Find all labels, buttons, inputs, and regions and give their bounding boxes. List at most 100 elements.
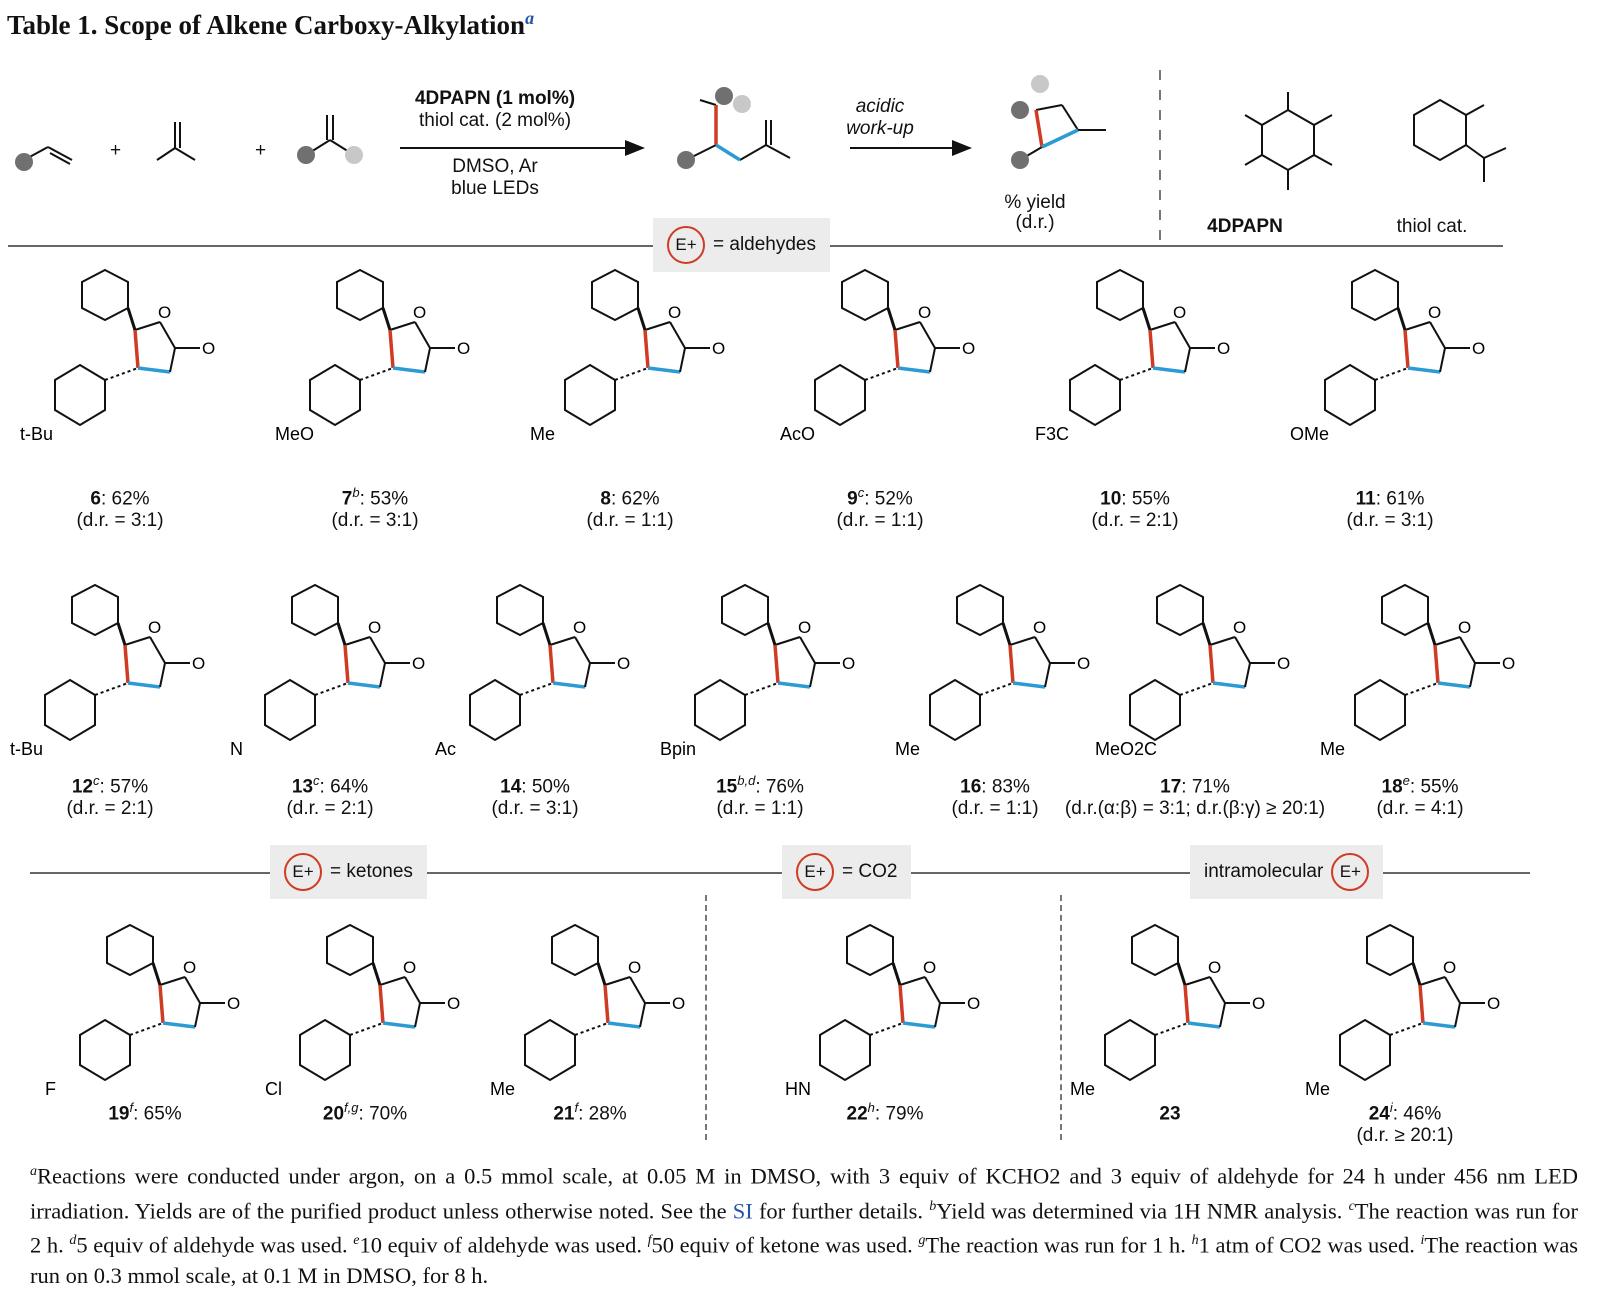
compound-dr: (d.r. = 3:1) bbox=[1346, 510, 1434, 532]
compound-yield: : 28% bbox=[578, 1103, 627, 1125]
compound-caption: 6: 62%(d.r. = 3:1) bbox=[76, 482, 163, 532]
compound-yield: : 79% bbox=[874, 1103, 924, 1125]
svg-text:O: O bbox=[158, 303, 171, 322]
plus-sign: + bbox=[110, 140, 122, 161]
compound-caption: 13c: 64%(d.r. = 2:1) bbox=[286, 770, 373, 820]
footnote-mark: a bbox=[525, 8, 535, 28]
compound-yield: : 50% bbox=[521, 776, 570, 798]
substituent-label: HN bbox=[785, 1079, 811, 1099]
svg-text:O: O bbox=[1252, 994, 1265, 1013]
substituent-label: Me bbox=[530, 424, 555, 444]
footnote-ref: f bbox=[574, 1100, 579, 1115]
svg-text:O: O bbox=[1217, 339, 1230, 358]
svg-text:O: O bbox=[573, 618, 586, 637]
substituent-label: Me bbox=[1320, 739, 1345, 759]
substituent-label: t-Bu bbox=[20, 424, 53, 444]
svg-text:O: O bbox=[368, 618, 381, 637]
compound-caption: 10: 55%(d.r. = 2:1) bbox=[1091, 482, 1178, 532]
compound-yield: : 46% bbox=[1392, 1103, 1442, 1125]
compound-number: 9 bbox=[847, 488, 858, 510]
band-co2: E+ = CO2 bbox=[782, 845, 912, 899]
compound-yield: : 57% bbox=[99, 776, 149, 798]
dr-label: (d.r.) bbox=[1015, 212, 1055, 233]
compound-structure: F O O bbox=[45, 923, 240, 1099]
footnote-ref: i bbox=[1389, 1100, 1393, 1115]
svg-text:O: O bbox=[672, 994, 685, 1013]
band-label: intramolecular bbox=[1204, 861, 1324, 882]
compound-dr: (d.r. = 2:1) bbox=[286, 798, 374, 820]
svg-text:O: O bbox=[413, 303, 426, 322]
compound-caption: 9c: 52%(d.r. = 1:1) bbox=[836, 482, 923, 532]
svg-text:O: O bbox=[1033, 618, 1046, 637]
substituent-label: OMe bbox=[1290, 424, 1329, 444]
section-divider bbox=[705, 895, 707, 1140]
compound-number: 24 bbox=[1368, 1103, 1390, 1125]
yield-label: % yield bbox=[1004, 192, 1066, 213]
condition-solvent: DMSO, Ar bbox=[452, 156, 538, 177]
compound-number: 12 bbox=[71, 776, 94, 798]
condition-thiol: thiol cat. (2 mol%) bbox=[418, 110, 572, 131]
compound-dr: (d.r. = 2:1) bbox=[66, 798, 154, 820]
compound-caption: 17: 71%(d.r.(α:β) = 3:1; d.r.(β:γ) ≥ 20:… bbox=[1065, 770, 1325, 820]
electrophile-icon: E+ bbox=[796, 853, 834, 891]
svg-text:O: O bbox=[918, 303, 931, 322]
band-label: = ketones bbox=[330, 861, 413, 882]
compound-number: 6 bbox=[90, 488, 101, 510]
compound-yield: : 62% bbox=[100, 488, 150, 510]
svg-text:O: O bbox=[457, 339, 470, 358]
footnote-e: 10 equiv of aldehyde was used. bbox=[359, 1232, 642, 1258]
band-intramolecular: intramolecular E+ bbox=[1190, 845, 1384, 899]
compound-dr: (d.r. = 1:1) bbox=[836, 510, 924, 532]
compound-caption: 21f: 28% bbox=[553, 1097, 626, 1125]
table-title-text: Table 1. Scope of Alkene Carboxy-Alkylat… bbox=[7, 10, 526, 40]
svg-text:O: O bbox=[227, 994, 240, 1013]
footnote-h: 1 atm of CO2 was used. bbox=[1198, 1232, 1415, 1258]
compound-caption: 24i: 46%(d.r. ≥ 20:1) bbox=[1356, 1097, 1453, 1147]
electrophile-icon: E+ bbox=[1331, 853, 1370, 891]
compound-number: 10 bbox=[1100, 488, 1122, 510]
substituent-label: AcO bbox=[780, 424, 815, 444]
compound-dr: (d.r. = 1:1) bbox=[716, 798, 804, 820]
compound-caption: 18e: 55%(d.r. = 4:1) bbox=[1376, 770, 1463, 820]
compound-yield: : 65% bbox=[133, 1103, 182, 1125]
svg-text:O: O bbox=[1458, 618, 1471, 637]
svg-text:O: O bbox=[183, 958, 196, 977]
compound-number: 19 bbox=[108, 1103, 130, 1125]
compound-yield: : 62% bbox=[610, 488, 660, 510]
electrophile-icon: E+ bbox=[667, 226, 705, 264]
compound-yield: : 55% bbox=[1409, 776, 1459, 798]
footnote-ref: h bbox=[867, 1100, 875, 1115]
svg-text:O: O bbox=[967, 994, 980, 1013]
section-rule bbox=[30, 872, 1530, 874]
substituent-label: MeO2C bbox=[1095, 739, 1157, 759]
band-aldehydes: E+ = aldehydes bbox=[653, 218, 830, 272]
substituent-label: Me bbox=[490, 1079, 515, 1099]
footnote-ref: b bbox=[352, 485, 360, 500]
substituent-label: Me bbox=[1070, 1079, 1095, 1099]
electrophile-icon: E+ bbox=[284, 853, 322, 891]
footnote-ref: c bbox=[857, 485, 865, 500]
band-ketones: E+ = ketones bbox=[270, 845, 427, 899]
substituent-label: F bbox=[45, 1079, 56, 1099]
svg-text:O: O bbox=[1208, 958, 1221, 977]
svg-text:O: O bbox=[668, 303, 681, 322]
compound-yield: : 76% bbox=[755, 776, 804, 798]
substituent-label: t-Bu bbox=[10, 739, 43, 759]
svg-text:O: O bbox=[1487, 994, 1500, 1013]
compound-caption: 19f: 65% bbox=[108, 1097, 181, 1125]
si-link[interactable]: SI bbox=[732, 1198, 753, 1223]
footnote-a: Reactions were conducted under argon, on… bbox=[30, 1163, 1578, 1224]
compound-dr: (d.r. = 2:1) bbox=[1091, 510, 1179, 532]
